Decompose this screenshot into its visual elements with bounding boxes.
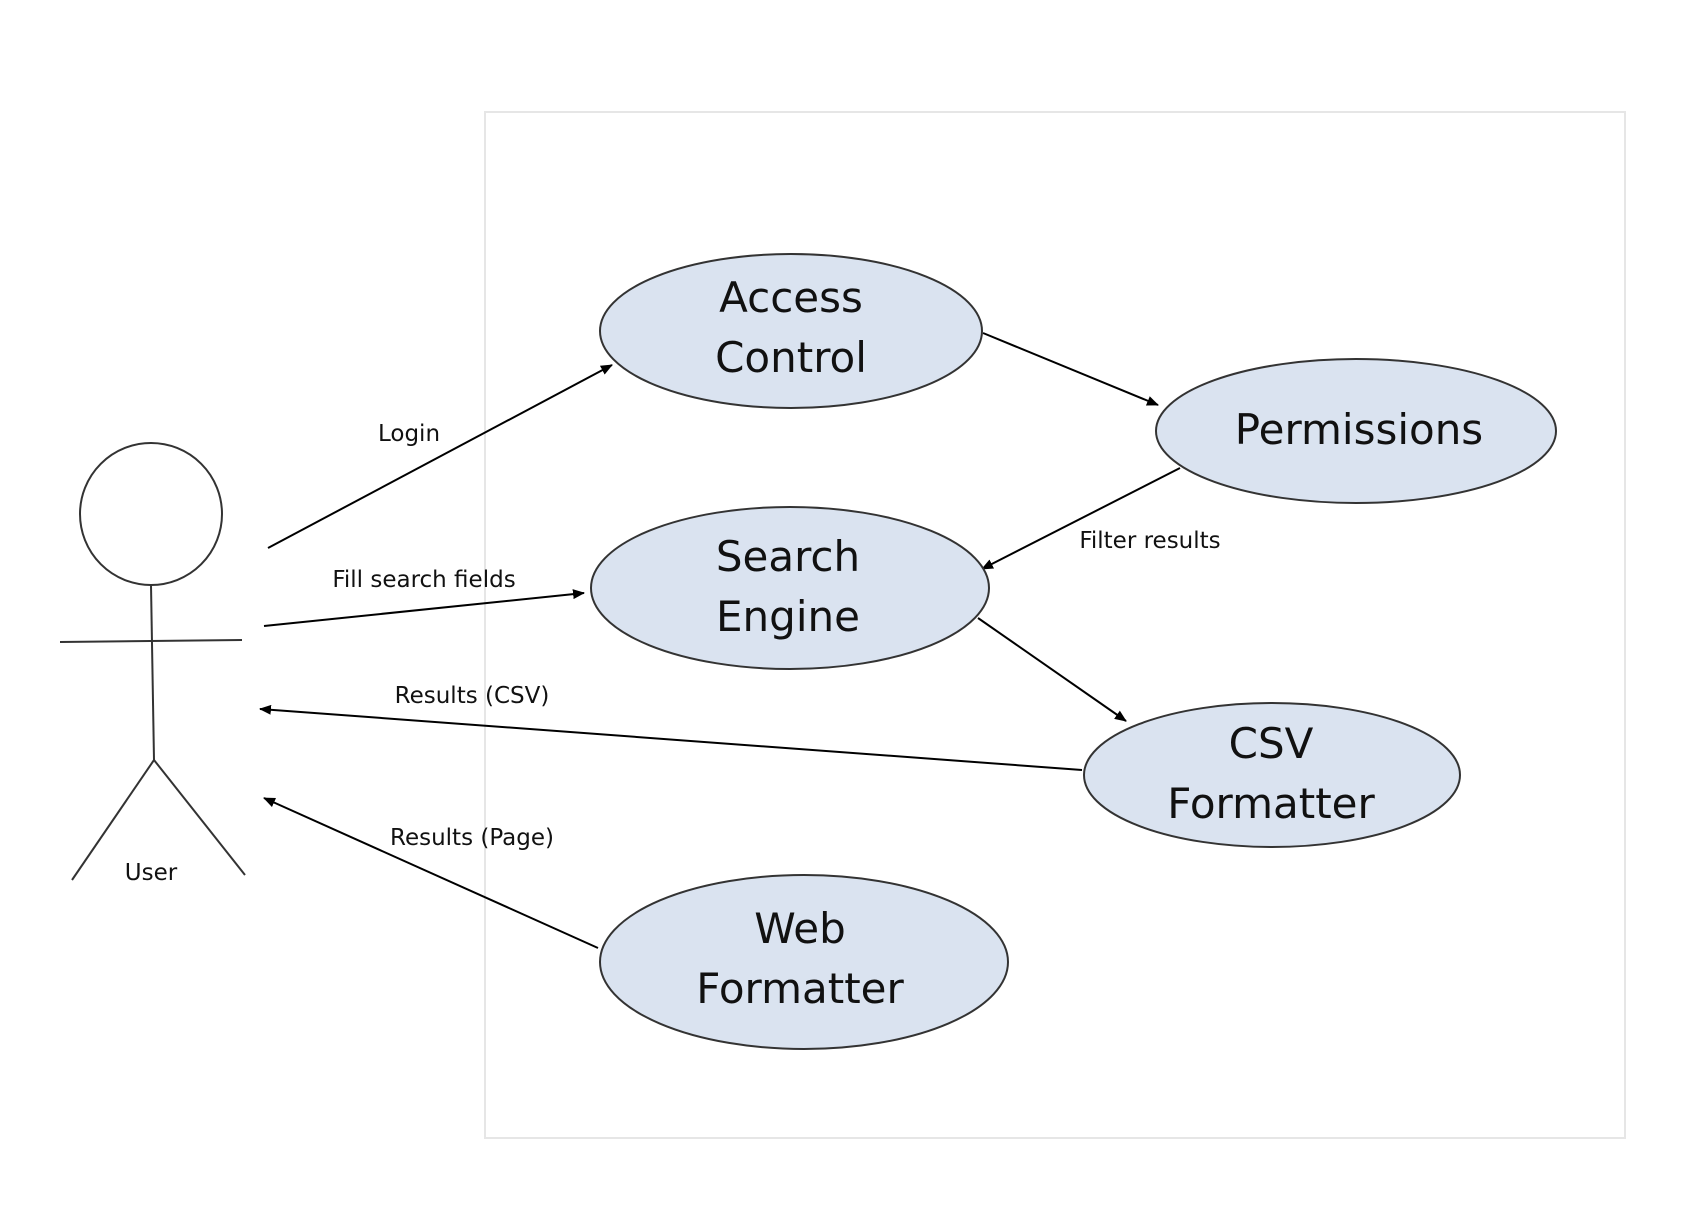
edges: Login Fill search fields Filter results … — [259, 332, 1221, 949]
edge-results-page[interactable] — [263, 797, 599, 949]
actor-arms — [59, 639, 243, 643]
usecase-csv-formatter[interactable]: CSV Formatter — [1083, 702, 1461, 848]
usecase-csv-formatter-shape — [1083, 702, 1461, 848]
usecase-permissions-shape — [1155, 358, 1557, 504]
usecase-search-engine[interactable]: Search Engine — [590, 506, 990, 670]
usecase-web-formatter[interactable]: Web Formatter — [599, 874, 1009, 1050]
usecase-csv-formatter-label-line2: Formatter — [1167, 779, 1375, 828]
actor-body — [150, 584, 155, 761]
edge-label-fill-search-fields: Fill search fields — [332, 567, 515, 593]
edge-access-to-permissions[interactable] — [982, 332, 1159, 406]
usecase-access-control-label-line2: Control — [715, 333, 867, 382]
edge-label-login: Login — [378, 421, 440, 447]
edge-search-to-csv[interactable] — [977, 617, 1127, 722]
usecase-access-control[interactable]: Access Control — [599, 253, 983, 409]
usecase-permissions[interactable]: Permissions — [1155, 358, 1557, 504]
usecase-csv-formatter-label-line1: CSV — [1229, 719, 1314, 768]
actor-head — [79, 442, 223, 586]
usecase-search-engine-label-line2: Engine — [716, 592, 860, 641]
usecase-permissions-label: Permissions — [1235, 405, 1483, 454]
edge-fill-search-fields[interactable] — [263, 589, 585, 627]
usecase-access-control-shape — [599, 253, 983, 409]
edge-label-results-page: Results (Page) — [390, 825, 554, 851]
edge-results-csv[interactable] — [259, 704, 1083, 771]
edge-filter-results[interactable] — [981, 467, 1181, 570]
edge-label-filter-results: Filter results — [1079, 528, 1220, 554]
usecase-access-control-label-line1: Access — [719, 273, 863, 322]
edge-login[interactable] — [267, 364, 613, 549]
actor-label: User — [125, 860, 178, 886]
actor-right-leg — [153, 759, 246, 876]
usecase-search-engine-shape — [590, 506, 990, 670]
usecase-search-engine-label-line1: Search — [716, 532, 860, 581]
system-boundary — [484, 111, 1626, 1139]
edge-label-results-csv: Results (CSV) — [395, 683, 550, 709]
actor-left-leg — [71, 759, 155, 881]
usecase-web-formatter-label-line2: Formatter — [696, 964, 904, 1013]
actor-user[interactable]: User — [59, 442, 246, 886]
usecase-web-formatter-shape — [599, 874, 1009, 1050]
usecase-web-formatter-label-line1: Web — [754, 904, 846, 953]
